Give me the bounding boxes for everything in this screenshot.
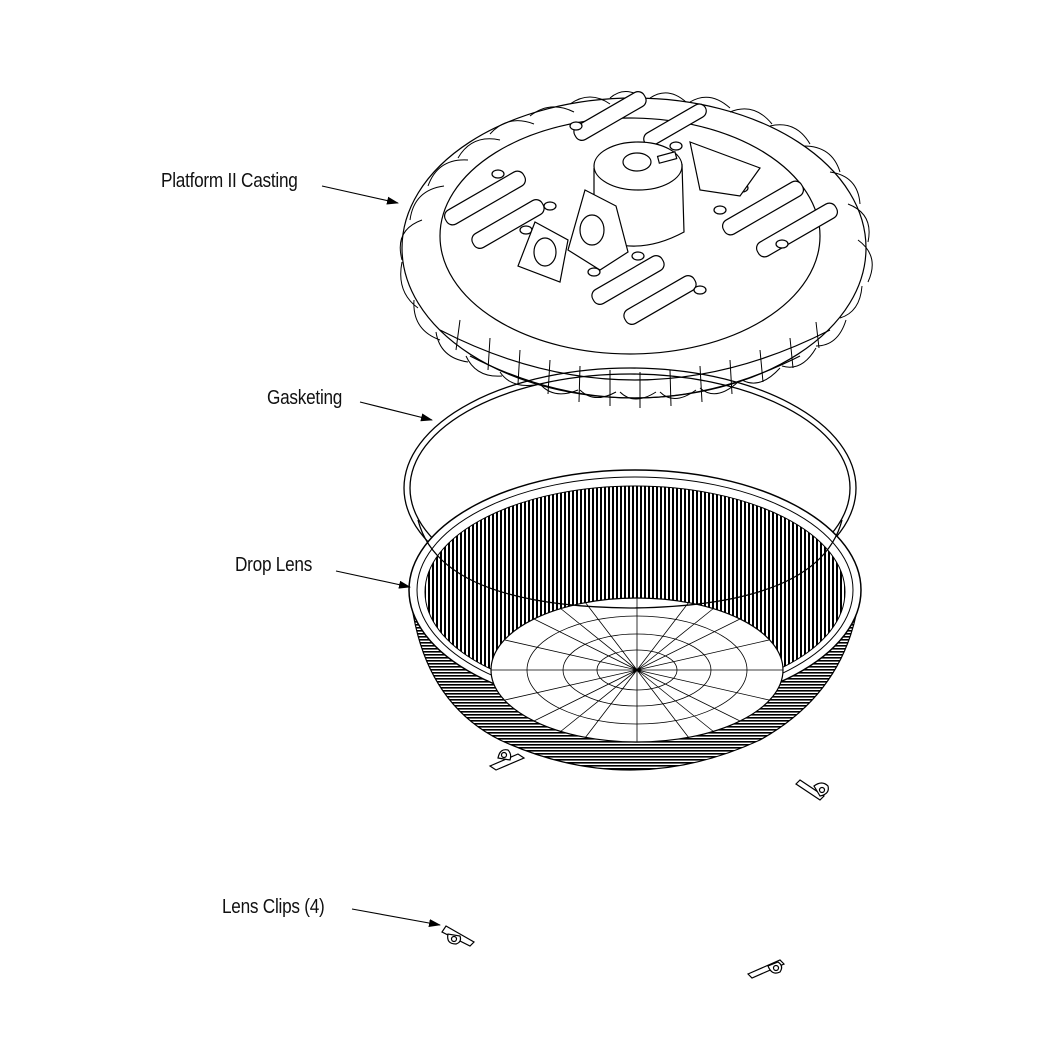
label-platform-casting: Platform II Casting [161, 170, 298, 192]
platform-casting [399, 91, 873, 408]
lens-clip-4 [746, 959, 786, 979]
callout-arrows [321, 185, 441, 927]
label-drop-lens: Drop Lens [235, 554, 313, 576]
label-lens-clips: Lens Clips (4) [222, 896, 325, 918]
drop-lens [408, 469, 862, 771]
lens-clip-3 [441, 925, 475, 947]
label-gasketing: Gasketing [267, 387, 343, 409]
lens-radial-pattern [491, 598, 783, 742]
lens-clip-2 [795, 779, 829, 801]
lens-clip-1 [488, 749, 526, 771]
casting-junction-boxes [517, 141, 761, 283]
arrow-lens-clips [351, 908, 441, 927]
casting-fin-edges [455, 319, 820, 408]
arrow-gasketing [359, 401, 433, 422]
arrow-drop-lens [335, 570, 411, 589]
lens-clips [441, 749, 829, 979]
arrow-casting [321, 185, 399, 205]
